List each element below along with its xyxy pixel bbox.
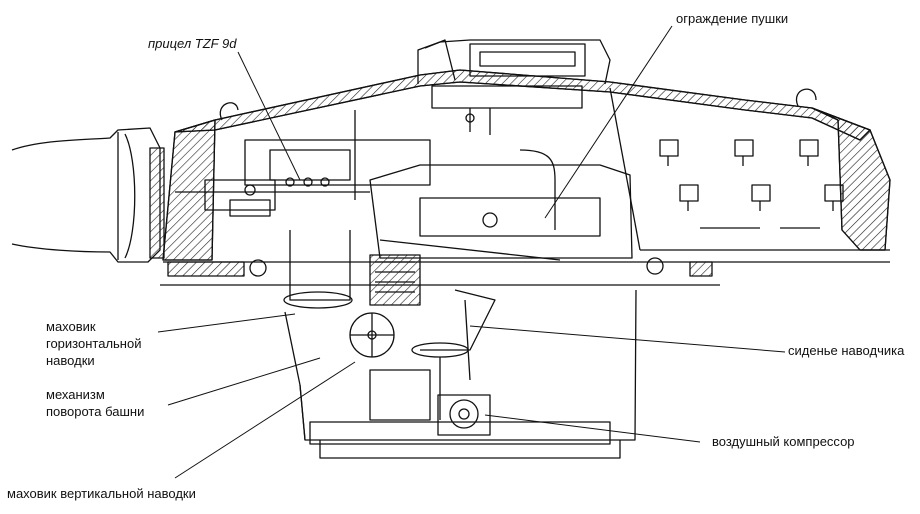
turret-front-armor — [162, 119, 216, 261]
leader-sight — [237, 51, 301, 181]
leader-gunner-seat — [469, 325, 786, 353]
label-gun-guard: ограждение пушки — [676, 11, 789, 26]
leader-gun-guard — [544, 25, 673, 219]
cupola-equipment — [417, 39, 611, 135]
leader-traverse-handwheel — [157, 313, 296, 333]
turret-rear-bustle — [609, 87, 891, 251]
gun-breech — [244, 110, 633, 261]
leader-air-compressor — [484, 414, 701, 443]
traverse-mechanism — [283, 230, 421, 309]
turret-roof — [174, 69, 871, 141]
label-sight: прицел TZF 9d — [148, 36, 237, 51]
gunner-seat — [411, 289, 496, 420]
turret-ring — [160, 257, 890, 286]
air-compressor-unit — [369, 369, 491, 436]
label-traverse-mechanism-line2: поворота башни — [46, 404, 145, 419]
turret-basket — [284, 289, 637, 459]
tzf-9d-sight — [175, 179, 370, 217]
leader-lines — [157, 25, 786, 479]
elevation-handwheel — [349, 312, 395, 358]
label-elevation-handwheel: маховик вертикальной наводки — [7, 486, 196, 501]
label-traverse-handwheel-line1: маховик — [46, 319, 96, 334]
label-air-compressor: воздушный компрессор — [712, 434, 855, 449]
leader-traverse-mechanism — [167, 357, 321, 406]
label-traverse-mechanism-line1: механизм — [46, 387, 105, 402]
label-traverse-handwheel-line3: наводки — [46, 353, 95, 368]
leader-elevation-handwheel — [174, 361, 356, 479]
label-gunner-seat: сиденье наводчика — [788, 343, 905, 358]
gun-mantlet — [11, 127, 165, 263]
label-traverse-handwheel-line2: горизонтальной — [46, 336, 142, 351]
